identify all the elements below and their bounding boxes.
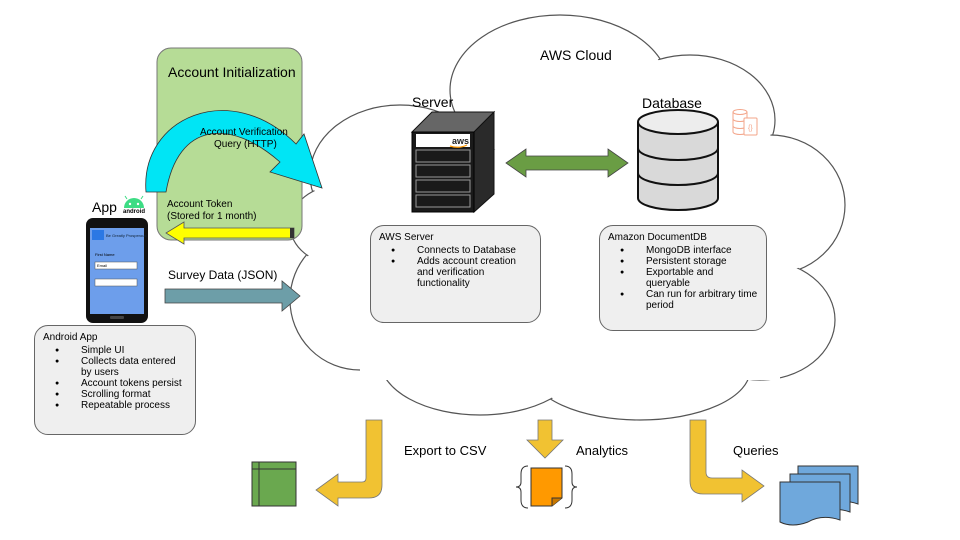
database-feature-item: Persistent storage <box>620 256 758 267</box>
phone-header-text: Be Greatly Prosperous <box>106 233 146 238</box>
queries-arrow <box>689 419 765 503</box>
verification-query-arrow <box>145 110 323 193</box>
android-app-box-title: Android App <box>43 332 98 343</box>
server-label: Server <box>412 94 454 110</box>
database-feature-item: Exportable and queryable <box>620 267 758 289</box>
android-feature-item: Collects data entered by users <box>55 356 187 378</box>
documentdb-description: Amazon DocumentDB MongoDB interface Pers… <box>599 225 767 331</box>
survey-data-label: Survey Data (JSON) <box>168 268 278 282</box>
documentdb-box-title: Amazon DocumentDB <box>608 232 707 243</box>
database-feature-item: MongoDB interface <box>620 245 758 256</box>
phone-mockup <box>86 218 148 323</box>
aws-badge-text: aws <box>452 136 469 146</box>
aws-cloud <box>289 14 846 421</box>
export-arrow <box>315 419 383 507</box>
documentdb-icon: {} <box>732 109 758 136</box>
aws-cloud-label: AWS Cloud <box>540 47 612 63</box>
svg-text:{}: {} <box>748 125 753 132</box>
server-rack-icon <box>410 110 496 214</box>
analytics-braces-icon <box>515 465 578 509</box>
android-feature-item: Repeatable process <box>55 400 187 411</box>
database-cylinder-icon <box>637 109 719 211</box>
app-label: App <box>92 199 117 215</box>
android-app-description: Android App Simple UI Collects data ente… <box>34 325 196 435</box>
analytics-arrow <box>526 419 564 459</box>
android-feature-item: Account tokens persist <box>55 378 187 389</box>
verification-query-label-line2: Query (HTTP) <box>214 139 277 150</box>
verification-query-label-line1: Account Verification <box>200 127 288 138</box>
analytics-label: Analytics <box>576 443 629 458</box>
database-feature-item: Can run for arbitrary time period <box>620 289 758 311</box>
account-token-label-line1: Account Token <box>167 199 233 210</box>
phone-first-name-label: First Name <box>95 252 115 257</box>
server-database-arrow <box>505 148 629 178</box>
server-feature-item: Adds account creation and verification f… <box>391 256 532 289</box>
account-init-title: Account Initialization <box>168 64 296 80</box>
android-feature-item: Scrolling format <box>55 389 187 400</box>
aws-server-box-title: AWS Server <box>379 232 434 243</box>
queries-label: Queries <box>733 443 779 458</box>
survey-data-arrow <box>164 280 301 312</box>
server-feature-item: Connects to Database <box>391 245 532 256</box>
aws-server-description: AWS Server Connects to Database Adds acc… <box>370 225 541 323</box>
csv-spreadsheet-icon <box>251 461 297 507</box>
account-token-label-line2: (Stored for 1 month) <box>167 211 257 222</box>
phone-field-value: Email <box>97 263 107 268</box>
android-logo-icon <box>124 195 144 208</box>
query-documents-icon <box>779 465 859 526</box>
account-token-arrow <box>165 221 295 245</box>
database-label: Database <box>642 95 702 111</box>
android-feature-item: Simple UI <box>55 345 187 356</box>
android-badge-text: android <box>123 209 145 215</box>
export-csv-label: Export to CSV <box>404 443 487 458</box>
